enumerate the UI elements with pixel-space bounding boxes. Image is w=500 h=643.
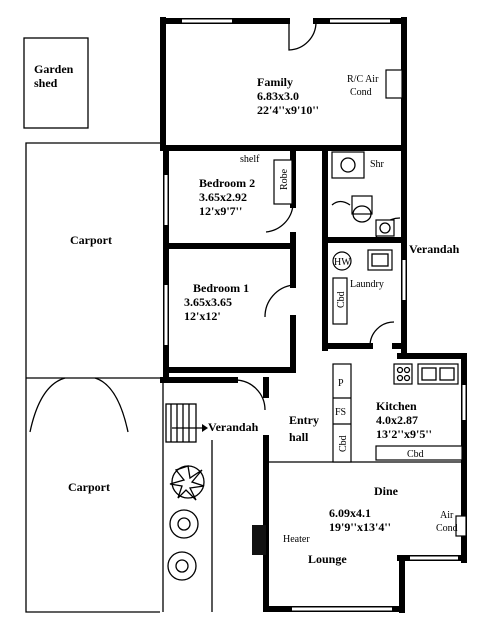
bedroom1-label: Bedroom 1 xyxy=(193,281,249,295)
fridge-space-label: FS xyxy=(335,407,346,418)
family-metric: 6.83x3.0 xyxy=(257,89,299,103)
lounge-label: Lounge xyxy=(308,552,347,566)
bedroom2-imperial: 12'x9'7'' xyxy=(199,204,242,218)
robe-cupboard xyxy=(273,159,293,205)
kitchen-label: Kitchen xyxy=(376,399,417,413)
carport-outline xyxy=(25,142,160,613)
living-metric: 6.09x4.1 xyxy=(329,506,371,520)
bathroom-fixtures xyxy=(331,151,395,237)
rc-air-cond-unit xyxy=(385,69,403,99)
entry-hall-label-1: Entry xyxy=(289,413,319,427)
bedroom2-label: Bedroom 2 xyxy=(199,176,255,190)
bedroom2-metric: 3.65x2.92 xyxy=(199,190,247,204)
verandah-right-label: Verandah xyxy=(409,242,460,256)
air-cond-unit xyxy=(455,515,467,537)
carport-door-arcs xyxy=(29,377,129,433)
pantry-label: P xyxy=(338,378,344,389)
family-imperial: 22'4''x9'10'' xyxy=(257,103,319,117)
garden-shed-outline xyxy=(23,37,89,129)
laundry-cbd-label: Cbd xyxy=(336,291,347,308)
carport-bottom-label: Carport xyxy=(68,480,110,494)
rc-air-cond-label-2: Cond xyxy=(350,87,372,98)
verandah-left-label: Verandah xyxy=(208,420,259,434)
air-cond-label-1: Air xyxy=(440,510,454,521)
heater-unit xyxy=(252,525,266,555)
verandah-steps xyxy=(165,403,208,443)
garden-shed-label-2: shed xyxy=(34,76,58,90)
dine-label: Dine xyxy=(374,484,399,498)
garden-plants xyxy=(167,465,205,581)
robe-label: Robe xyxy=(279,168,290,190)
kitchen-fixtures xyxy=(332,363,463,463)
hot-water-label: HW xyxy=(334,257,351,268)
family-label: Family xyxy=(257,75,293,89)
windows xyxy=(164,19,466,611)
living-imperial: 19'9''x13'4'' xyxy=(329,520,391,534)
laundry-label: Laundry xyxy=(350,279,384,290)
heater-label: Heater xyxy=(283,534,310,545)
interior-walls xyxy=(160,145,464,612)
bedroom1-imperial: 12'x12' xyxy=(184,309,221,323)
shelf-label: shelf xyxy=(240,154,260,165)
bedroom1-metric: 3.65x3.65 xyxy=(184,295,232,309)
kitchen-cbd-vertical-label: Cbd xyxy=(338,435,349,452)
entry-hall-label-2: hall xyxy=(289,430,309,444)
kitchen-metric: 4.0x2.87 xyxy=(376,413,418,427)
air-cond-label-2: Cond xyxy=(436,523,458,534)
carport-top-label: Carport xyxy=(70,233,112,247)
kitchen-imperial: 13'2''x9'5'' xyxy=(376,427,432,441)
kitchen-cbd-bottom-label: Cbd xyxy=(407,449,424,460)
shower-label: Shr xyxy=(370,159,385,170)
laundry-fixtures xyxy=(332,249,393,325)
rc-air-cond-label-1: R/C Air xyxy=(347,74,379,85)
garden-shed-label-1: Garden xyxy=(34,62,74,76)
